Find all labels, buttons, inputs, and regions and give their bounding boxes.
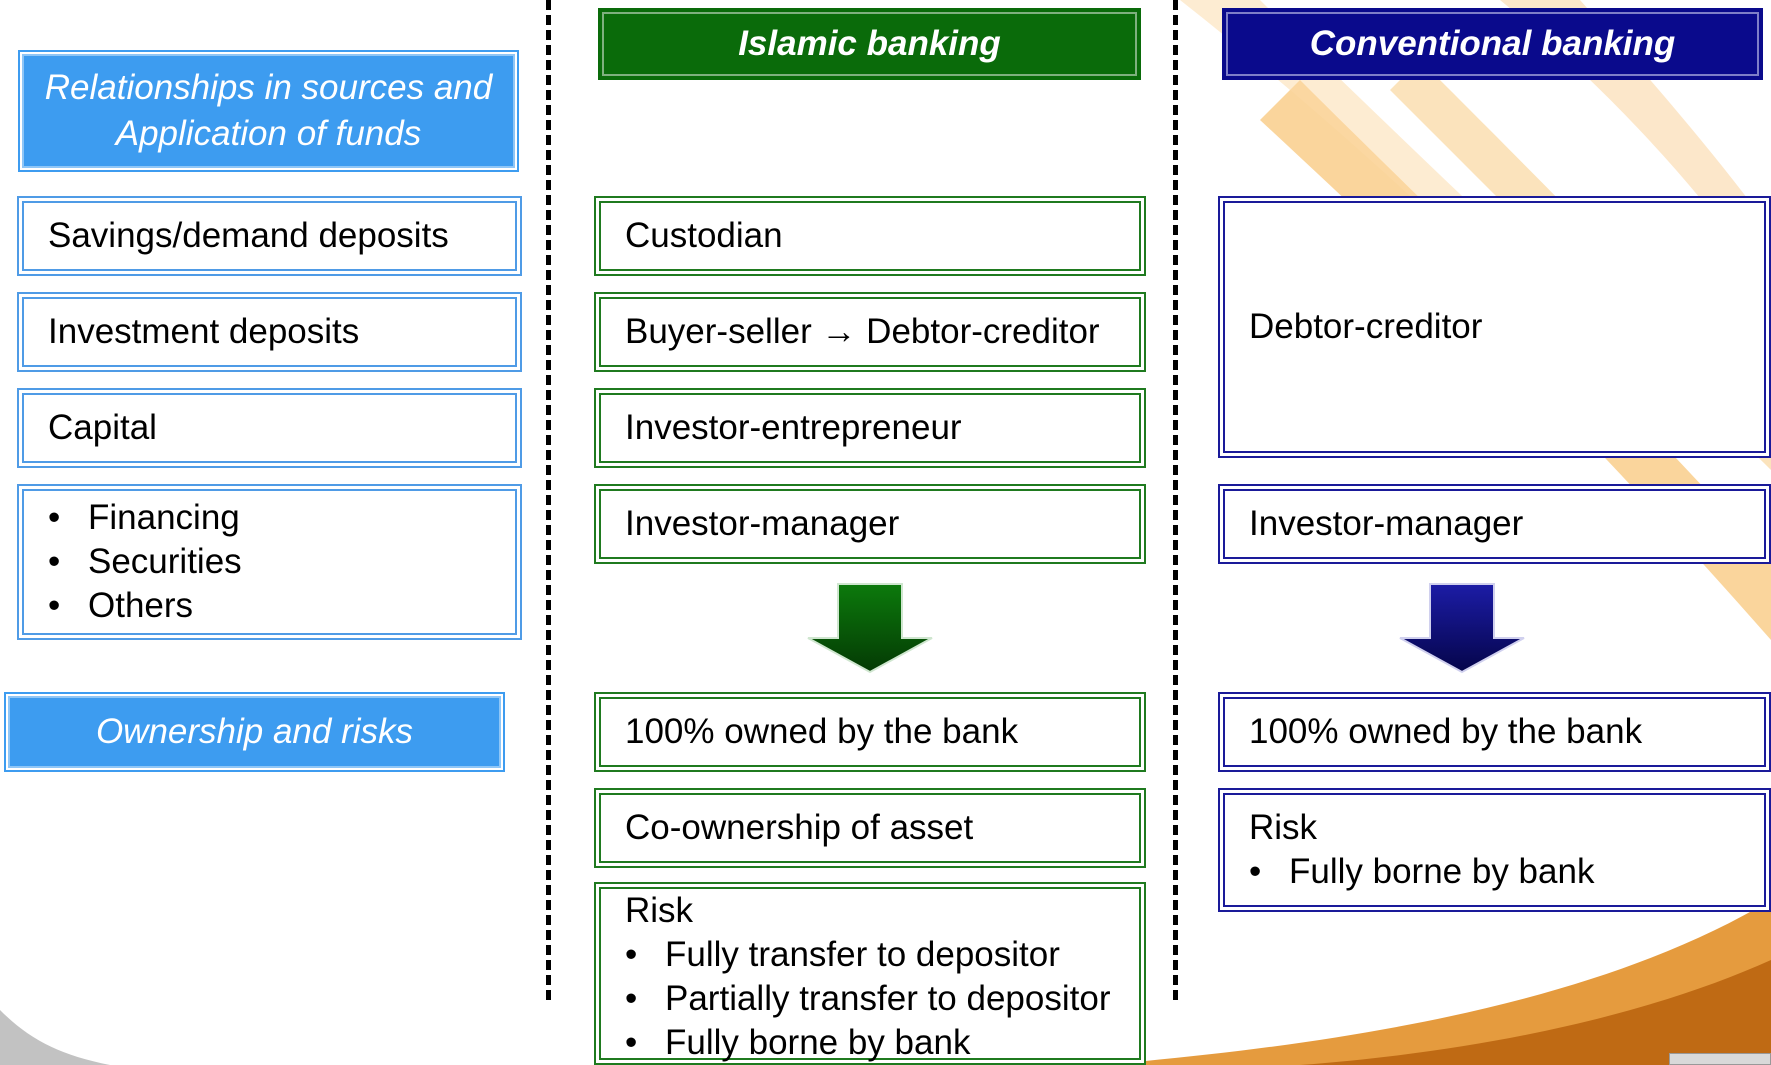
- conventional-investor-manager: Investor-manager: [1218, 484, 1771, 564]
- list-item: Fully transfer to depositor: [625, 933, 1110, 977]
- islamic-risk: Risk Fully transfer to depositor Partial…: [594, 882, 1146, 1065]
- arrow-down-icon-islamic: [807, 583, 933, 674]
- conventional-owned-by-bank: 100% owned by the bank: [1218, 692, 1771, 772]
- islamic-owned-by-bank: 100% owned by the bank: [594, 692, 1146, 772]
- islamic-investor-entrepreneur-label: Investor-entrepreneur: [625, 408, 962, 447]
- conventional-risk-list: Fully borne by bank: [1249, 850, 1594, 894]
- islamic-buyer-seller-label: Buyer-seller → Debtor-creditor: [625, 312, 1100, 351]
- category-ownership-label: Ownership and risks: [95, 712, 414, 751]
- conventional-owned-label: 100% owned by the bank: [1249, 712, 1643, 751]
- islamic-buyer-seller: Buyer-seller → Debtor-creditor: [594, 292, 1146, 372]
- row-capital: Capital: [17, 388, 522, 468]
- row-capital-label: Capital: [48, 408, 157, 447]
- header-conventional-label: Conventional banking: [1309, 24, 1676, 63]
- row-savings-label: Savings/demand deposits: [48, 216, 449, 255]
- header-islamic-label: Islamic banking: [738, 24, 1001, 63]
- row-applications: Financing Securities Others: [17, 484, 522, 640]
- islamic-custodian-label: Custodian: [625, 216, 783, 255]
- slide-corner-tab: [1669, 1053, 1771, 1065]
- list-item-securities: Securities: [48, 540, 242, 584]
- header-islamic-banking: Islamic banking: [598, 8, 1141, 80]
- row-savings-deposits: Savings/demand deposits: [17, 196, 522, 276]
- conventional-investor-manager-label: Investor-manager: [1249, 504, 1524, 543]
- separator-left: [546, 0, 551, 1000]
- category-ownership: Ownership and risks: [4, 692, 505, 772]
- islamic-investor-manager: Investor-manager: [594, 484, 1146, 564]
- header-conventional-banking: Conventional banking: [1222, 8, 1763, 80]
- category-relationships-label: Relationships in sources and Application…: [44, 68, 493, 153]
- list-item: Fully borne by bank: [625, 1021, 1110, 1065]
- islamic-owned-label: 100% owned by the bank: [625, 712, 1019, 751]
- list-item: Partially transfer to depositor: [625, 977, 1110, 1021]
- conventional-risk: Risk Fully borne by bank: [1218, 788, 1771, 912]
- separator-right: [1173, 0, 1178, 1000]
- applications-list: Financing Securities Others: [48, 496, 242, 628]
- list-item-others: Others: [48, 584, 242, 628]
- islamic-investor-manager-label: Investor-manager: [625, 504, 900, 543]
- list-item: Fully borne by bank: [1249, 850, 1594, 894]
- islamic-risk-list: Fully transfer to depositor Partially tr…: [625, 933, 1110, 1065]
- row-investment-label: Investment deposits: [48, 312, 360, 351]
- conventional-debtor-creditor-label: Debtor-creditor: [1249, 307, 1483, 346]
- islamic-custodian: Custodian: [594, 196, 1146, 276]
- conventional-debtor-creditor: Debtor-creditor: [1218, 196, 1771, 458]
- islamic-co-ownership-label: Co-ownership of asset: [625, 808, 974, 847]
- conventional-risk-title: Risk: [1249, 808, 1318, 847]
- category-relationships: Relationships in sources and Application…: [18, 50, 519, 172]
- arrow-down-icon-conventional: [1399, 583, 1525, 674]
- list-item-financing: Financing: [48, 496, 242, 540]
- row-investment-deposits: Investment deposits: [17, 292, 522, 372]
- islamic-risk-title: Risk: [625, 891, 694, 930]
- islamic-co-ownership: Co-ownership of asset: [594, 788, 1146, 868]
- islamic-investor-entrepreneur: Investor-entrepreneur: [594, 388, 1146, 468]
